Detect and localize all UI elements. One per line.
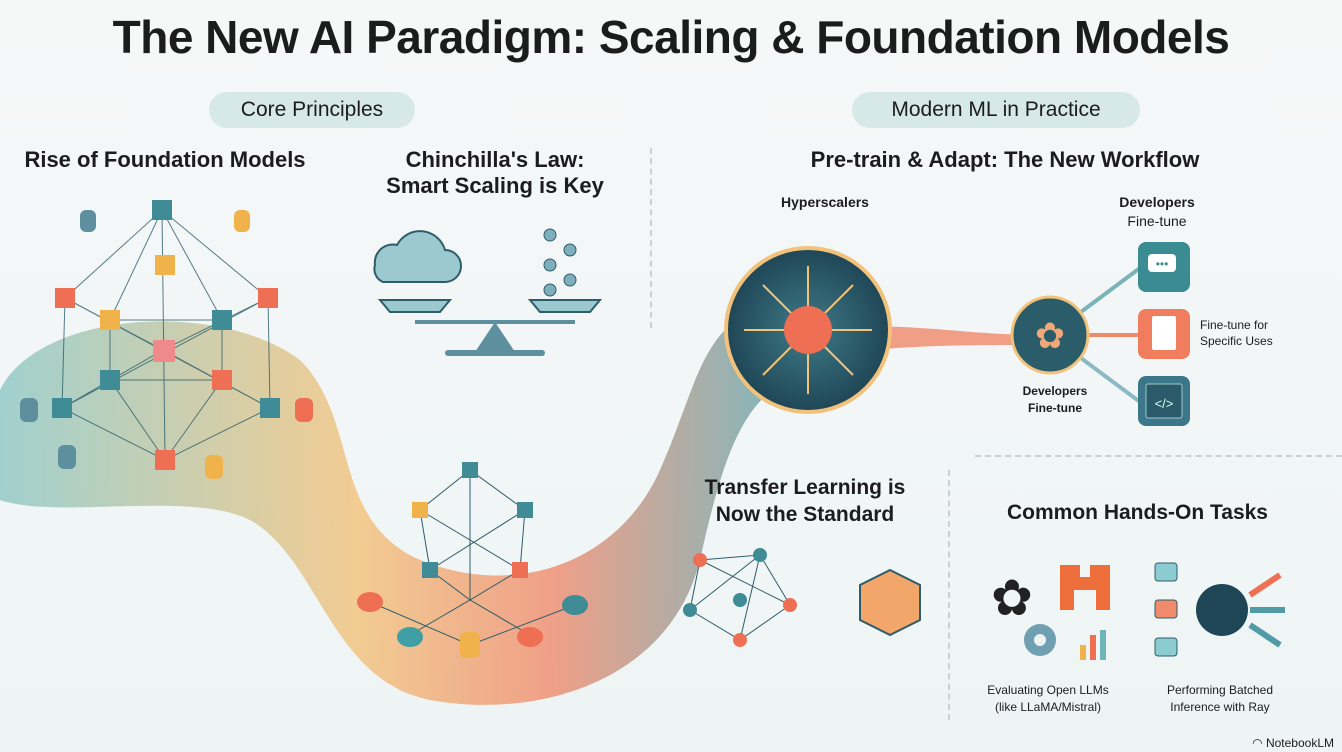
specific-line2: Specific Uses (1200, 334, 1273, 348)
flow-river (0, 300, 790, 705)
transfer-network-icon (689, 554, 791, 641)
openai-hub (1010, 295, 1090, 375)
code-tile-icon: </> (1138, 376, 1190, 426)
eval-label: Evaluating Open LLMs (like LLaMA/Mistral… (968, 682, 1128, 716)
batch-line2: Inference with Ray (1170, 700, 1270, 714)
chat-tile-icon: ••• (1138, 242, 1190, 292)
middle-network (369, 469, 576, 646)
core-principles-pill: Core Principles (209, 92, 415, 128)
scale-balance-icon (373, 228, 603, 356)
output-arrows-icon (1248, 572, 1285, 648)
foundation-heading: Rise of Foundation Models (24, 147, 306, 172)
divider (975, 455, 1342, 457)
workflow-heading: Pre-train & Adapt: The New Workflow (810, 147, 1200, 172)
dev-top-line1: Developers (1119, 194, 1195, 210)
chinchilla-heading-line2: Smart Scaling is Key (386, 173, 604, 198)
middle-nodes (357, 462, 588, 658)
dev-bottom-label: Developers Fine-tune (995, 383, 1115, 417)
hexagon-model-icon (859, 568, 921, 637)
divider (948, 470, 950, 720)
notebooklm-logo-icon: ◠ (1252, 736, 1266, 750)
tasks-heading: Common Hands-On Tasks (1007, 501, 1268, 524)
mistral-logo-icon (1060, 565, 1110, 610)
eval-line1: Evaluating Open LLMs (987, 683, 1109, 697)
svg-text:</>: </> (1155, 396, 1174, 411)
batch-label: Performing Batched Inference with Ray (1140, 682, 1300, 716)
specific-line1: Fine-tune for (1200, 318, 1269, 332)
batch-inputs-icon (1154, 562, 1178, 657)
hyperscalers-label: Hyperscalers (781, 194, 869, 210)
svg-text:✿: ✿ (1035, 315, 1065, 356)
openai-logo-icon: ✿ (991, 570, 1033, 626)
divider (650, 148, 652, 328)
eval-line2: (like LLaMA/Mistral) (994, 700, 1102, 714)
transfer-line1: Transfer Learning is (704, 476, 906, 499)
transfer-line2: Now the Standard (715, 503, 895, 526)
ray-hub-icon (1196, 584, 1248, 636)
batch-line1: Performing Batched (1166, 683, 1274, 697)
page-title: The New AI Paradigm: Scaling & Foundatio… (112, 11, 1230, 63)
svg-text:•••: ••• (1156, 257, 1169, 271)
modern-ml-pill: Modern ML in Practice (852, 92, 1140, 128)
chinchilla-heading-line1: Chinchilla's Law: (405, 147, 585, 172)
dev-bottom-line1: Developers (1022, 384, 1088, 398)
branding-text: NotebookLM (1265, 736, 1334, 750)
specific-uses-label: Fine-tune for Specific Uses (1200, 317, 1273, 349)
document-tile-icon (1138, 309, 1190, 359)
foundation-nodes (20, 200, 313, 479)
bar-chart-icon (1080, 630, 1106, 660)
dev-top-line2: Fine-tune (1127, 213, 1187, 229)
notebooklm-branding: ◠ NotebookLM (1252, 736, 1334, 750)
dev-bottom-line2: Fine-tune (1028, 401, 1082, 415)
